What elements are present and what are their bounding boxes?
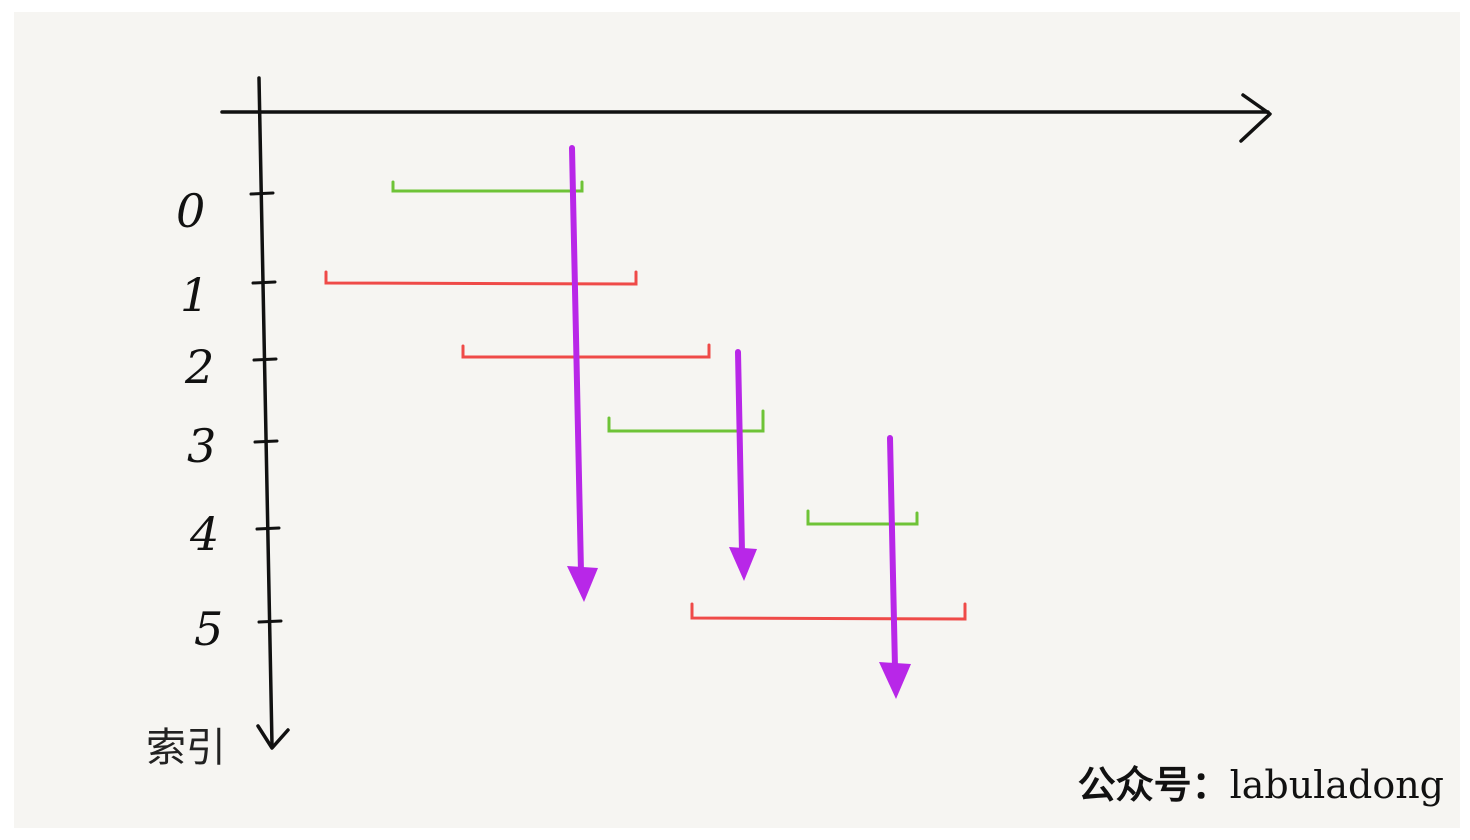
watermark-name: labuladong — [1229, 763, 1444, 807]
index-label-4: 4 — [190, 507, 220, 561]
y-axis-tick-3 — [253, 439, 279, 444]
jump-arrow-shaft-2 — [887, 435, 898, 671]
interval-bracket-4 — [806, 509, 919, 526]
index-label-3: 3 — [187, 419, 217, 473]
jump-arrow-head-0 — [567, 566, 598, 602]
index-label-1: 1 — [180, 268, 210, 322]
y-axis-tick-1 — [251, 280, 277, 285]
jump-arrow-shaft-0 — [569, 145, 584, 575]
watermark: 公众号：labuladong — [1078, 766, 1444, 804]
interval-bracket-1 — [324, 270, 638, 286]
interval-bracket-5 — [690, 602, 967, 621]
y-axis-tick-4 — [255, 526, 281, 531]
x-axis-arrowhead — [1239, 93, 1272, 143]
watermark-prefix: 公众号： — [1077, 763, 1230, 807]
jump-arrow-head-2 — [879, 662, 911, 699]
y-axis-line — [257, 76, 274, 747]
y-axis-tick-0 — [249, 191, 275, 196]
index-label-0: 0 — [176, 184, 206, 238]
interval-bracket-2 — [461, 343, 711, 359]
y-axis-tick-5 — [257, 619, 283, 624]
interval-bracket-3 — [607, 409, 765, 433]
index-label-5: 5 — [194, 602, 224, 656]
y-axis-caption: 索引 — [146, 725, 226, 771]
interval-bracket-0 — [391, 180, 584, 193]
jump-arrow-head-1 — [729, 547, 757, 581]
y-axis-arrowhead — [256, 724, 290, 750]
jump-arrow-shaft-1 — [735, 349, 745, 555]
index-label-2: 2 — [185, 340, 215, 394]
y-axis-tick-2 — [252, 357, 278, 362]
